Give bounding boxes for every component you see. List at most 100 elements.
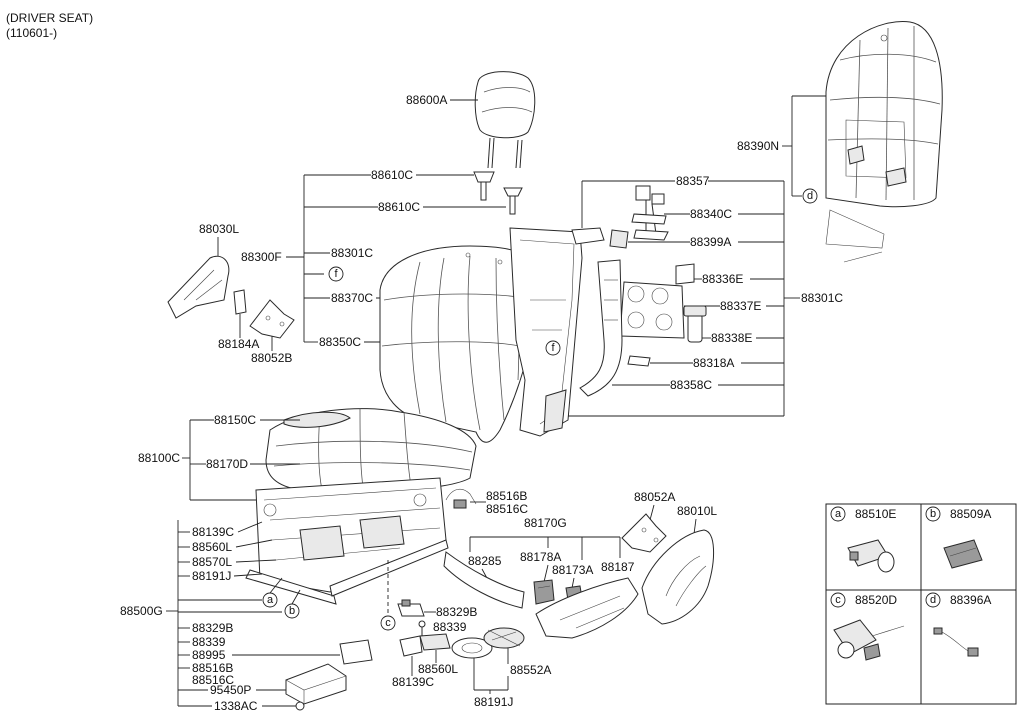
switch-88178A xyxy=(533,579,555,605)
motor-88509A xyxy=(943,539,983,569)
swivel-plate-88552A xyxy=(451,627,525,659)
part-88357 xyxy=(571,227,605,245)
label-88560L-2: 88560L xyxy=(418,662,458,676)
label-95450P: 95450P xyxy=(210,683,251,697)
header-line-1: (DRIVER SEAT) xyxy=(6,11,93,25)
legend-box xyxy=(825,503,1017,705)
label-88318A: 88318A xyxy=(693,356,734,370)
label-88187: 88187 xyxy=(601,560,635,574)
label-88516C-1: 88516C xyxy=(486,502,528,516)
label-88184A: 88184A xyxy=(218,337,259,351)
marker-f-2 xyxy=(545,340,561,356)
label-88516C-2: 88516C xyxy=(192,673,234,687)
seat-back-rear-cover xyxy=(825,21,943,263)
pump-88338E xyxy=(683,305,707,343)
label-88150C: 88150C xyxy=(214,413,256,427)
label-88139C-2: 88139C xyxy=(392,675,434,689)
headrest-guide-2 xyxy=(503,187,523,215)
label-88340C: 88340C xyxy=(690,207,732,221)
label-88560L-1: 88560L xyxy=(192,540,232,554)
label-88173A: 88173A xyxy=(552,563,593,577)
label-88285: 88285 xyxy=(468,554,502,568)
label-88052A: 88052A xyxy=(634,490,675,504)
bladder-88337E xyxy=(619,281,685,339)
side-shield-88010L xyxy=(641,529,715,625)
headrest-guide-1 xyxy=(473,171,495,201)
legend-part-88520D: 88520D xyxy=(855,593,897,607)
label-88338E: 88338E xyxy=(711,331,752,345)
legend-cell-d: d 88396A xyxy=(925,592,991,657)
label-88100C: 88100C xyxy=(138,451,180,465)
label-88390N: 88390N xyxy=(737,139,779,153)
svg-text:d: d xyxy=(807,190,813,202)
marker-c xyxy=(380,615,396,631)
svg-text:f: f xyxy=(551,342,555,354)
label-88357: 88357 xyxy=(676,174,710,188)
motor-88510E xyxy=(847,539,895,573)
svg-text:b: b xyxy=(289,605,295,617)
label-88610C-2: 88610C xyxy=(378,200,420,214)
module-95450P xyxy=(285,663,347,705)
label-88995: 88995 xyxy=(192,648,226,662)
label-88301C-b: 88301C xyxy=(801,291,843,305)
svg-text:c: c xyxy=(385,617,391,629)
svg-text:c: c xyxy=(835,594,841,606)
label-88178A: 88178A xyxy=(520,550,561,564)
motor-88520D xyxy=(833,619,905,661)
label-88399A: 88399A xyxy=(690,235,731,249)
seat-cushion-cover xyxy=(265,407,477,495)
label-88336E: 88336E xyxy=(702,272,743,286)
label-88329B-2: 88329B xyxy=(436,605,477,619)
label-88610C-1: 88610C xyxy=(371,168,413,182)
svg-text:a: a xyxy=(267,594,274,606)
label-88552A: 88552A xyxy=(510,663,551,677)
label-88301C-a: 88301C xyxy=(331,246,373,260)
label-88350C: 88350C xyxy=(319,335,361,349)
seat-frame-track xyxy=(245,477,449,605)
label-88339-2: 88339 xyxy=(433,620,467,634)
shield-88187 xyxy=(535,577,639,639)
label-88052B: 88052B xyxy=(251,351,292,365)
svg-text:f: f xyxy=(334,268,338,280)
legend-part-88396A: 88396A xyxy=(950,593,991,607)
legend-part-88510E: 88510E xyxy=(855,507,896,521)
label-88370C: 88370C xyxy=(331,291,373,305)
marker-d xyxy=(802,188,818,204)
clip-88318A xyxy=(627,355,651,367)
part-88399A xyxy=(609,229,629,249)
label-88516B-2: 88516B xyxy=(192,661,233,675)
header-line-2: (110601-) xyxy=(6,26,57,40)
label-88170G: 88170G xyxy=(524,516,567,530)
label-88339-1: 88339 xyxy=(192,635,226,649)
label-88516B-1: 88516B xyxy=(486,489,527,503)
marker-f-1 xyxy=(328,266,344,282)
label-88358C: 88358C xyxy=(670,378,712,392)
headrest xyxy=(474,71,536,169)
label-88500G: 88500G xyxy=(120,604,163,618)
label-88329B-1: 88329B xyxy=(192,621,233,635)
seat-back-cover xyxy=(379,245,541,443)
lumbar-88340C xyxy=(631,185,669,241)
label-88010L: 88010L xyxy=(677,504,717,518)
part-88184A xyxy=(233,289,247,315)
label-88191J-2: 88191J xyxy=(474,695,513,709)
label-88300F: 88300F xyxy=(241,250,282,264)
motor-88329B xyxy=(397,599,425,617)
side-shield-left xyxy=(167,255,230,319)
label-88191J-1: 88191J xyxy=(192,569,231,583)
label-88600A: 88600A xyxy=(406,93,447,107)
label-88570L: 88570L xyxy=(192,555,232,569)
label-1338AC: 1338AC xyxy=(214,699,258,713)
screw-88339 xyxy=(418,620,426,636)
label-88170D: 88170D xyxy=(206,457,248,471)
bracket-88052B xyxy=(249,299,295,339)
part-88139C-lower xyxy=(399,635,423,657)
trim-88285 xyxy=(443,551,525,609)
svg-text:a: a xyxy=(835,508,842,520)
bracket-88052A xyxy=(621,513,667,553)
svg-text:b: b xyxy=(930,508,936,520)
part-88336E xyxy=(675,263,695,285)
part-88560L-lower xyxy=(419,633,451,651)
